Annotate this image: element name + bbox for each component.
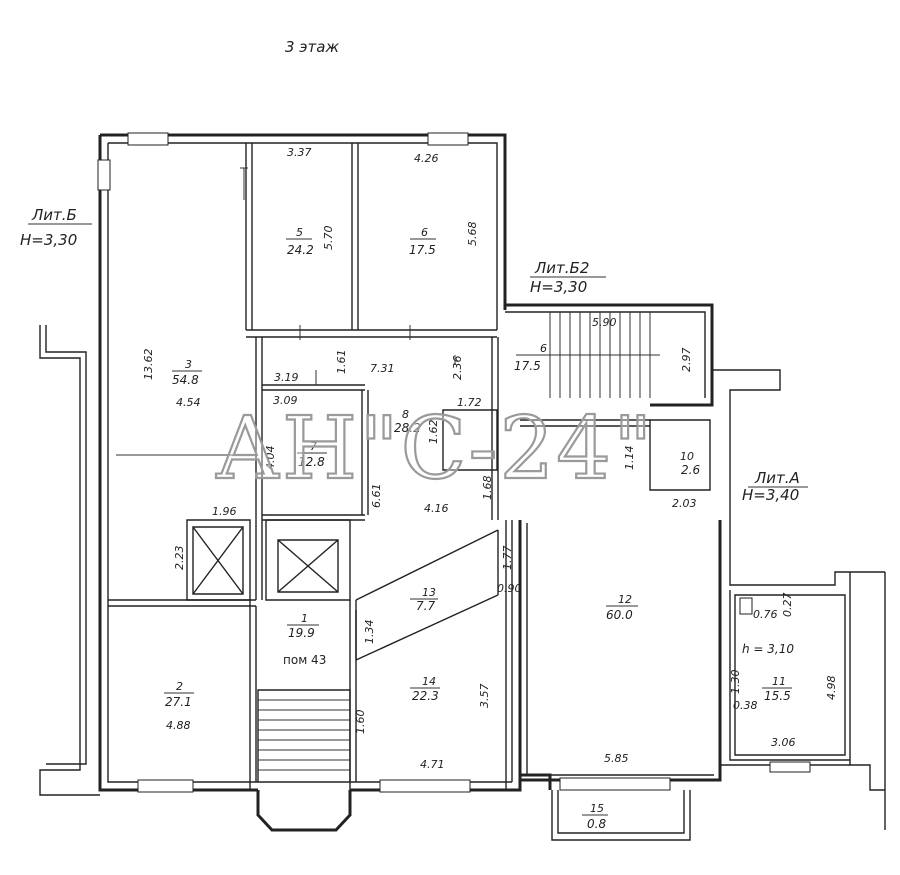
room-number: 13 [422,586,436,599]
lit-b2-height: H=3,30 [530,278,587,296]
room-area: 0.8 [587,817,606,831]
dimension: 3.57 [478,684,491,709]
dimension: 1.62 [427,420,440,445]
premises-label: пом 43 [283,653,326,667]
dimension: 2.23 [173,546,186,571]
dimension: 4.98 [825,676,838,701]
dimension: 4.54 [176,396,201,409]
windows [97,132,811,793]
dimension: 1.68 [481,476,494,501]
lit-b-height: H=3,30 [20,231,77,249]
dimension: 4.04 [264,446,277,471]
room-number: 6 [421,226,428,239]
dimension: 1.14 [623,446,636,471]
dimension: 5.85 [604,752,629,765]
room-number: 14 [422,675,436,688]
dimension: 3.09 [273,394,298,407]
dimension: 5.90 [592,316,617,329]
room11-height: h = 3,10 [742,642,794,656]
room-number: 1 [301,612,308,625]
dimension: 1.34 [363,620,376,645]
dimension: 2.97 [680,348,693,373]
room-area: 60.0 [606,608,633,622]
room-number: 3 [185,358,192,371]
dimension: 1.30 [729,670,742,695]
lit-a-height: H=3,40 [742,486,799,504]
dimension: 5.68 [466,222,479,247]
dimension: 1.60 [354,710,367,735]
dimension: 1.72 [457,396,482,409]
room-labels: 5 24.2 6 17.5 3 54.8 6 17.5 8 28.2 7 12.… [164,226,792,831]
room-area: 7.7 [416,599,435,613]
room-area: 19.9 [288,626,315,640]
room-number: 11 [772,675,786,688]
dimension: 7.31 [370,362,395,375]
dimension: 0.90 [497,582,522,595]
room-area: 22.3 [412,689,439,703]
dimension: 1.77 [501,546,514,571]
dimension: 13.62 [142,349,155,381]
room-area: 12.8 [298,455,325,469]
room-area: 15.5 [764,689,791,703]
room-number: 2 [176,680,183,693]
room-number: 15 [590,802,604,815]
room-area: 24.2 [287,243,314,257]
dimension: 4.16 [424,502,449,515]
watermark: АН"С-24" [215,399,655,499]
room-number: 6 [540,342,547,355]
room-number: 5 [296,226,303,239]
dimension: 4.88 [166,719,191,732]
dimension: 3.37 [287,146,312,159]
room-area: 28.2 [394,421,421,435]
dimension: 1.61 [335,350,348,375]
lit-a-label: Лит.А [754,469,800,487]
dimension: 2.36 [451,356,464,381]
dimension: 3.19 [274,371,299,384]
dimension: 3.06 [771,736,796,749]
dimension: 5.70 [322,226,335,251]
lit-b2-label: Лит.Б2 [534,259,589,277]
dimension: 4.26 [414,152,439,165]
dimension: 2.03 [672,497,697,510]
room-area: 54.8 [172,373,199,387]
dimension: 0.38 [733,699,758,712]
dimension: 6.61 [370,484,383,509]
lit-b-label: Лит.Б [31,206,77,224]
room-area: 27.1 [165,695,192,709]
interior-walls [108,143,846,790]
room-area: 17.5 [409,243,436,257]
floor-title: 3 этаж [285,38,339,56]
dimension: 1.96 [212,505,237,518]
room-area: 2.6 [681,463,700,477]
dimension: 0.27 [781,593,794,618]
room-number: 10 [680,450,694,463]
room-number: 7 [310,440,317,453]
room-number: 12 [618,593,632,606]
dimension: 0.76 [753,608,778,621]
stair-steps-room1 [258,699,350,771]
room-area: 17.5 [514,359,541,373]
room-number: 8 [402,408,409,421]
dimension: 4.71 [420,758,445,771]
annotations: Лит.Б H=3,30 Лит.Б2 H=3,30 Лит.А H=3,40 … [20,206,808,667]
dimensions: 3.37 4.26 5.70 5.68 13.62 4.54 1.61 7.31… [142,146,838,771]
